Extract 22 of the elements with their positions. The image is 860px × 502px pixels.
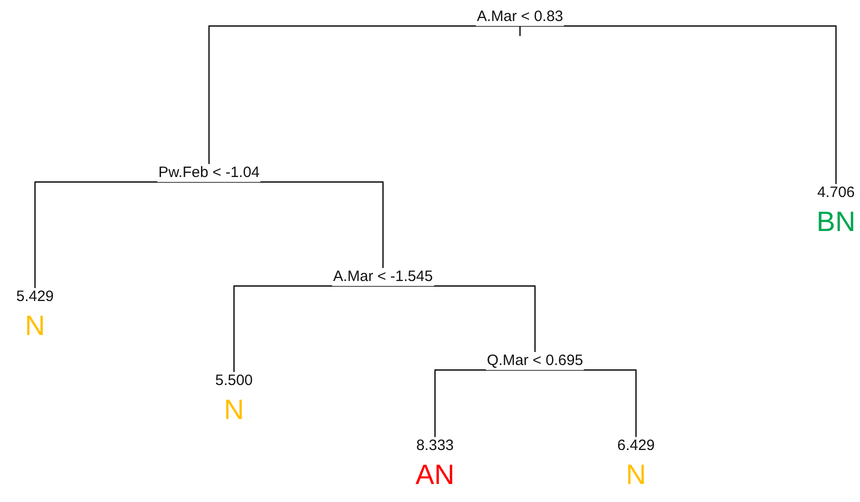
leaf-value: 5.500 <box>215 372 253 390</box>
class-label: BN <box>816 206 856 238</box>
split-label: Pw.Feb < -1.04 <box>157 164 261 182</box>
class-label: AN <box>416 459 454 491</box>
tree-branch <box>233 285 383 372</box>
split-label: Q.Mar < 0.695 <box>486 352 584 370</box>
tree-branch <box>434 369 535 437</box>
tree-branch <box>208 25 520 164</box>
leaf-value: 4.706 <box>817 184 855 202</box>
tree-branch <box>535 369 637 437</box>
split-label: A.Mar < 0.83 <box>476 8 564 26</box>
tree-branch <box>209 181 384 268</box>
leaf-value: 8.333 <box>416 437 454 455</box>
split-label: A.Mar < -1.545 <box>332 268 434 286</box>
class-label: N <box>626 459 646 491</box>
class-label: N <box>224 394 244 426</box>
class-label: N <box>24 310 46 342</box>
tree-branch <box>520 25 837 184</box>
leaf-value: 5.429 <box>16 288 54 306</box>
tree-branch <box>34 181 209 288</box>
leaf-value: 6.429 <box>617 437 655 455</box>
tree-branch <box>383 285 536 352</box>
